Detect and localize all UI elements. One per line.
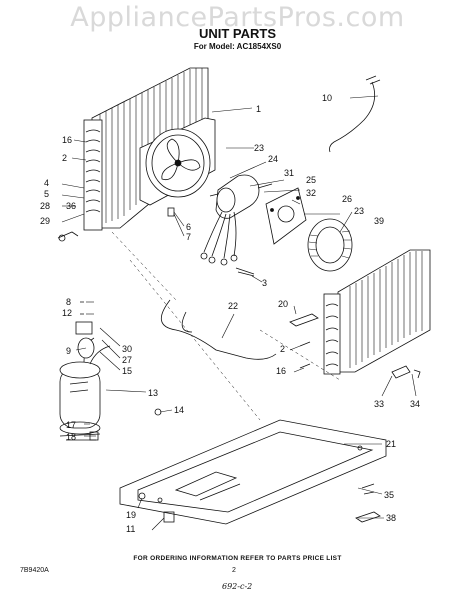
- base-pan-drawing: [119, 419, 387, 525]
- callout-7: 7: [186, 232, 191, 242]
- callout-16: 16: [62, 135, 72, 145]
- callout-8: 8: [66, 297, 71, 307]
- catalog-number: 7B9420A: [20, 567, 49, 574]
- callout-13: 13: [148, 388, 158, 398]
- callout-34: 34: [410, 399, 420, 409]
- callout-27: 27: [122, 355, 132, 365]
- blower-wheel-drawing: [307, 218, 353, 272]
- callout-23b: 23: [354, 206, 364, 216]
- capillary-tube-drawing: [161, 299, 277, 360]
- callout-25: 25: [306, 175, 316, 185]
- callout-17: 17: [66, 420, 76, 430]
- callout-24: 24: [268, 154, 278, 164]
- callout-23: 23: [254, 143, 264, 153]
- watermark: AppliancePartsPros.com: [70, 2, 405, 33]
- callout-29: 29: [40, 216, 50, 226]
- callout-38: 38: [386, 513, 396, 523]
- callout-10: 10: [322, 93, 332, 103]
- callout-18: 18: [66, 432, 76, 442]
- callout-14: 14: [174, 405, 184, 415]
- model-subtitle: For Model: AC1854XS0: [193, 42, 282, 51]
- callout-11: 11: [126, 524, 135, 534]
- callout-32: 32: [306, 188, 316, 198]
- ordering-note: FOR ORDERING INFORMATION REFER TO PARTS …: [133, 555, 342, 562]
- callout-2: 2: [62, 153, 67, 163]
- leader-lines: [61, 95, 417, 531]
- small-parts-drawing: [57, 207, 421, 523]
- callout-1: 1: [256, 104, 261, 114]
- callout-36: 36: [66, 201, 76, 211]
- callout-28: 28: [40, 201, 50, 211]
- callout-30: 30: [122, 344, 132, 354]
- callout-4: 4: [44, 178, 49, 188]
- fan-shroud-drawing: [139, 117, 216, 206]
- callout-15: 15: [122, 366, 132, 376]
- callout-2b: 2: [280, 344, 285, 354]
- page-number: 2: [232, 567, 236, 574]
- callout-35: 35: [384, 490, 394, 500]
- callout-21: 21: [386, 439, 396, 449]
- callout-31: 31: [284, 168, 294, 178]
- callout-26: 26: [342, 194, 352, 204]
- callout-20: 20: [278, 299, 288, 309]
- handwritten-note: 692-c-2: [222, 582, 253, 591]
- evaporator-coil-drawing: [323, 249, 431, 375]
- callout-9: 9: [66, 346, 71, 356]
- callout-16b: 16: [276, 366, 286, 376]
- compressor-drawing: [59, 321, 111, 441]
- callout-6: 6: [186, 222, 191, 232]
- page-title: UNIT PARTS: [198, 26, 277, 41]
- callout-33: 33: [374, 399, 384, 409]
- fan-motor-drawing: [200, 174, 273, 266]
- callout-3: 3: [262, 278, 267, 288]
- power-cord-drawing: [329, 75, 381, 153]
- callout-5: 5: [44, 189, 49, 199]
- callout-39: 39: [374, 216, 384, 226]
- dashed-guides: [111, 231, 341, 421]
- callout-12: 12: [62, 308, 72, 318]
- callout-19: 19: [126, 510, 136, 520]
- callout-22: 22: [228, 301, 238, 311]
